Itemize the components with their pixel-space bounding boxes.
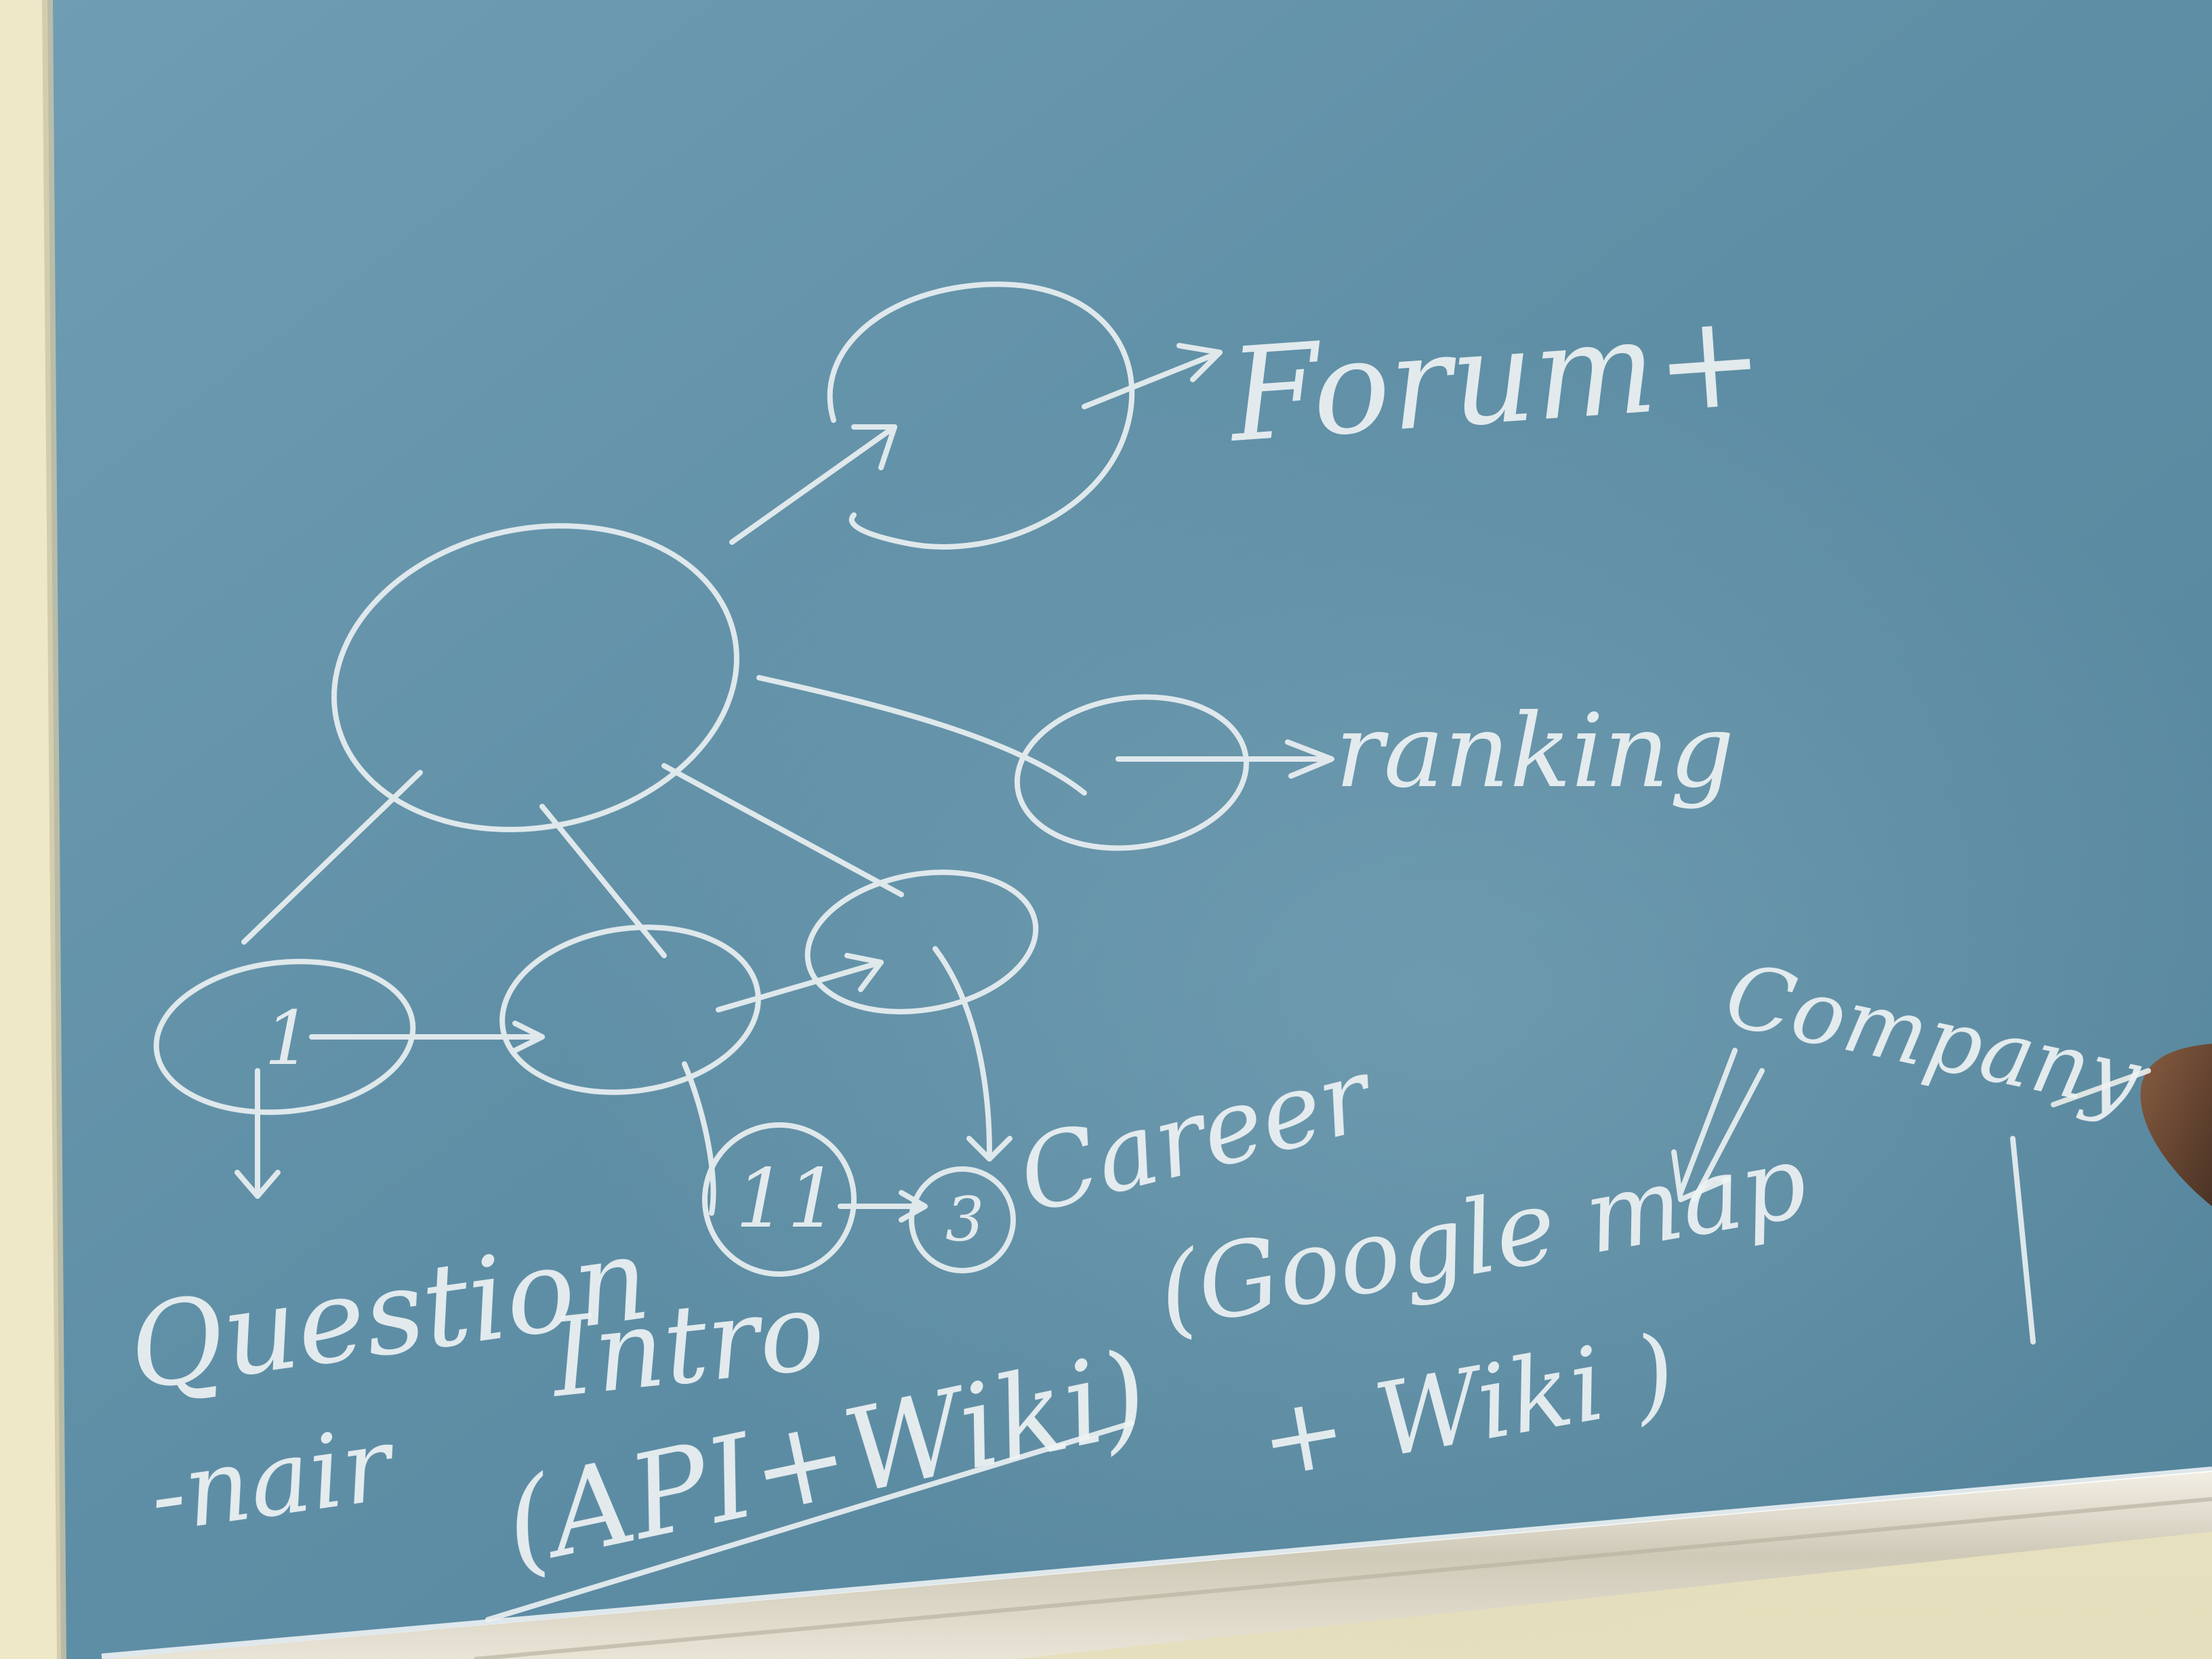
main-node (331, 523, 739, 833)
node-1-label: 1 (264, 995, 312, 1082)
chalk-stick (2051, 1068, 2151, 1107)
intro-label: Intro (543, 1267, 830, 1422)
node-11-circle (702, 1122, 857, 1277)
node-3-small-circle (909, 1166, 1016, 1273)
node-2-circle (499, 924, 761, 1095)
board-frame-shadow (42, 0, 66, 1659)
node-3-label: 3 (945, 1184, 984, 1255)
api-wiki-underline (485, 1420, 1134, 1622)
node-1-circle (153, 958, 416, 1115)
ranking-label: ranking (1335, 693, 1734, 811)
hand (2140, 1044, 2212, 1206)
forum-node (827, 281, 1135, 550)
chalk-tray-edge (101, 1467, 2212, 1659)
node-11-label: 11 (735, 1152, 839, 1246)
chalk-diagram (153, 281, 2036, 1622)
forum-label: Forum+ (1223, 284, 1769, 471)
node-3-circle (804, 869, 1039, 1015)
